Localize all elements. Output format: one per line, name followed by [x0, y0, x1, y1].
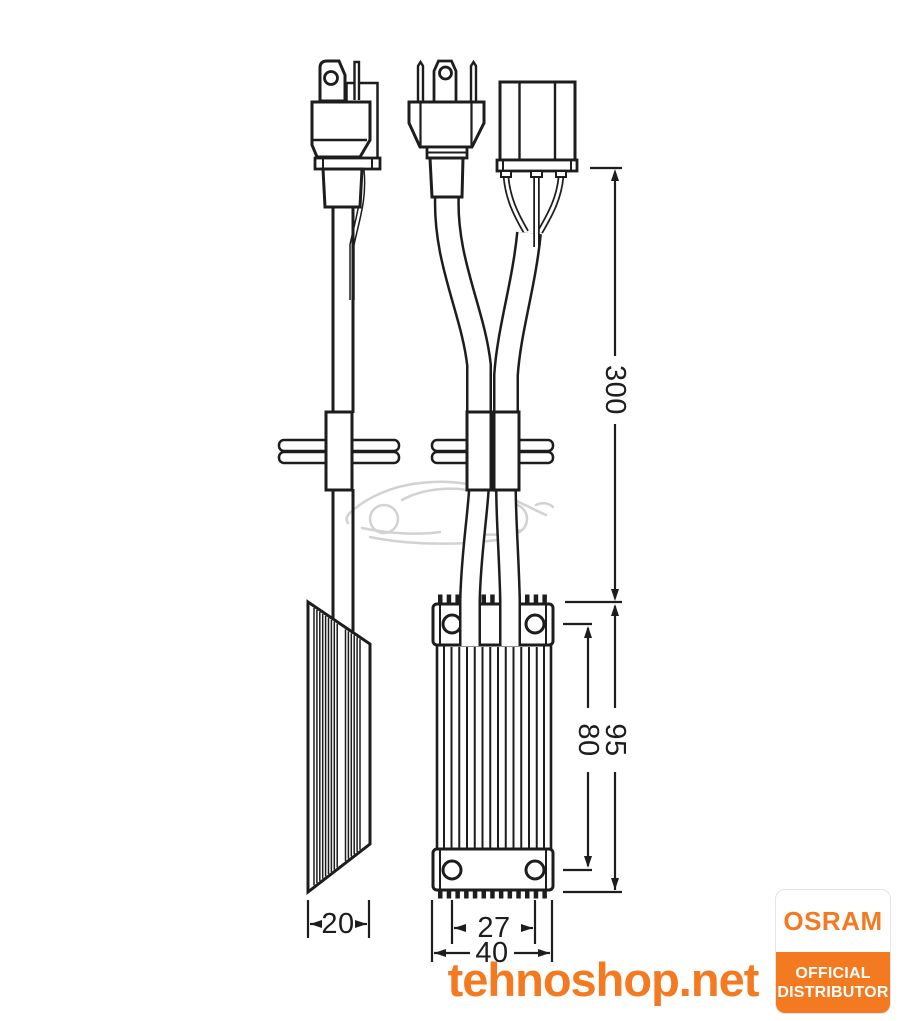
cable-sleeve-2 — [492, 410, 521, 492]
dimension-label-hole-height: 80 — [572, 723, 604, 756]
badge-top-section: OSRAM — [776, 890, 890, 952]
dimension-20 — [306, 900, 371, 938]
h4-connector-front-view — [407, 59, 492, 414]
dimension-label-unit-width: 40 — [475, 937, 508, 969]
side-view-fin-hatching — [313, 608, 361, 886]
cable-grommet-front-view — [430, 410, 555, 492]
arrow-right — [355, 920, 367, 928]
wire-exit-stub — [555, 170, 567, 178]
arrow-down — [584, 856, 592, 868]
osram-logo: OSRAM — [783, 905, 883, 936]
dimension-label-cable-length: 300 — [599, 365, 631, 415]
wire-exit-stub — [530, 170, 543, 178]
left-terminal-pin — [416, 59, 425, 101]
dimension-27 — [450, 900, 537, 944]
canbus-unit-side-view — [306, 599, 372, 896]
connector-body — [407, 100, 486, 149]
car-watermark — [345, 480, 555, 545]
h4-connector-side-view — [310, 59, 382, 413]
wire-exit-stub — [500, 170, 512, 178]
badge-label-line1: OFFICIAL — [795, 964, 871, 982]
badge-bottom-section: OFFICIAL DISTRIBUTOR — [776, 952, 890, 1013]
arrow-right — [521, 924, 533, 932]
right-terminal-pin — [469, 59, 478, 101]
arrow-up — [611, 604, 619, 616]
cable-sleeve — [324, 410, 354, 492]
arrow-right — [538, 949, 550, 957]
arrow-up — [611, 169, 619, 181]
strain-relief — [321, 167, 364, 209]
arrow-up — [584, 626, 592, 638]
canbus-unit-front-lower — [431, 645, 555, 899]
arrow-left — [454, 924, 466, 932]
terminal-pin — [353, 60, 361, 100]
dimension-40 — [430, 900, 554, 962]
osram-distributor-badge: OSRAM OFFICIAL DISTRIBUTOR — [775, 889, 891, 1014]
strain-relief — [428, 156, 465, 199]
dimension-80 — [563, 622, 592, 872]
dimension-300 — [590, 166, 622, 601]
top-right-mount-hole — [524, 613, 546, 635]
badge-label-line2: DISTRIBUTOR — [777, 983, 889, 1001]
center-tab-hole — [438, 65, 453, 81]
dimension-label-side-width: 20 — [321, 908, 354, 940]
lower-cables — [331, 487, 521, 646]
three-pin-connector — [493, 80, 579, 414]
bottom-left-mount-hole — [441, 859, 463, 881]
site-watermark: tehnoshop.net — [447, 953, 760, 1006]
arrow-down — [611, 589, 619, 601]
heatsink-fins — [450, 647, 538, 851]
arrow-down — [611, 878, 619, 890]
bottom-right-mount-hole — [524, 859, 546, 881]
arrow-left — [434, 949, 446, 957]
arrow-left — [310, 920, 322, 928]
dimension-label-hole-spacing: 27 — [477, 912, 510, 944]
socket-flange — [495, 158, 579, 173]
connector-flange — [313, 156, 382, 171]
canbus-unit-front-view — [431, 594, 555, 647]
tab-hole — [323, 70, 339, 86]
socket-housing — [498, 80, 577, 162]
connector-body — [310, 100, 372, 159]
top-left-mount-hole — [441, 613, 463, 635]
cable-grommet-side-view — [277, 410, 401, 492]
dimension-95 — [563, 604, 622, 894]
dimension-label-unit-height: 95 — [599, 723, 631, 756]
cable-sleeve-1 — [465, 410, 493, 492]
